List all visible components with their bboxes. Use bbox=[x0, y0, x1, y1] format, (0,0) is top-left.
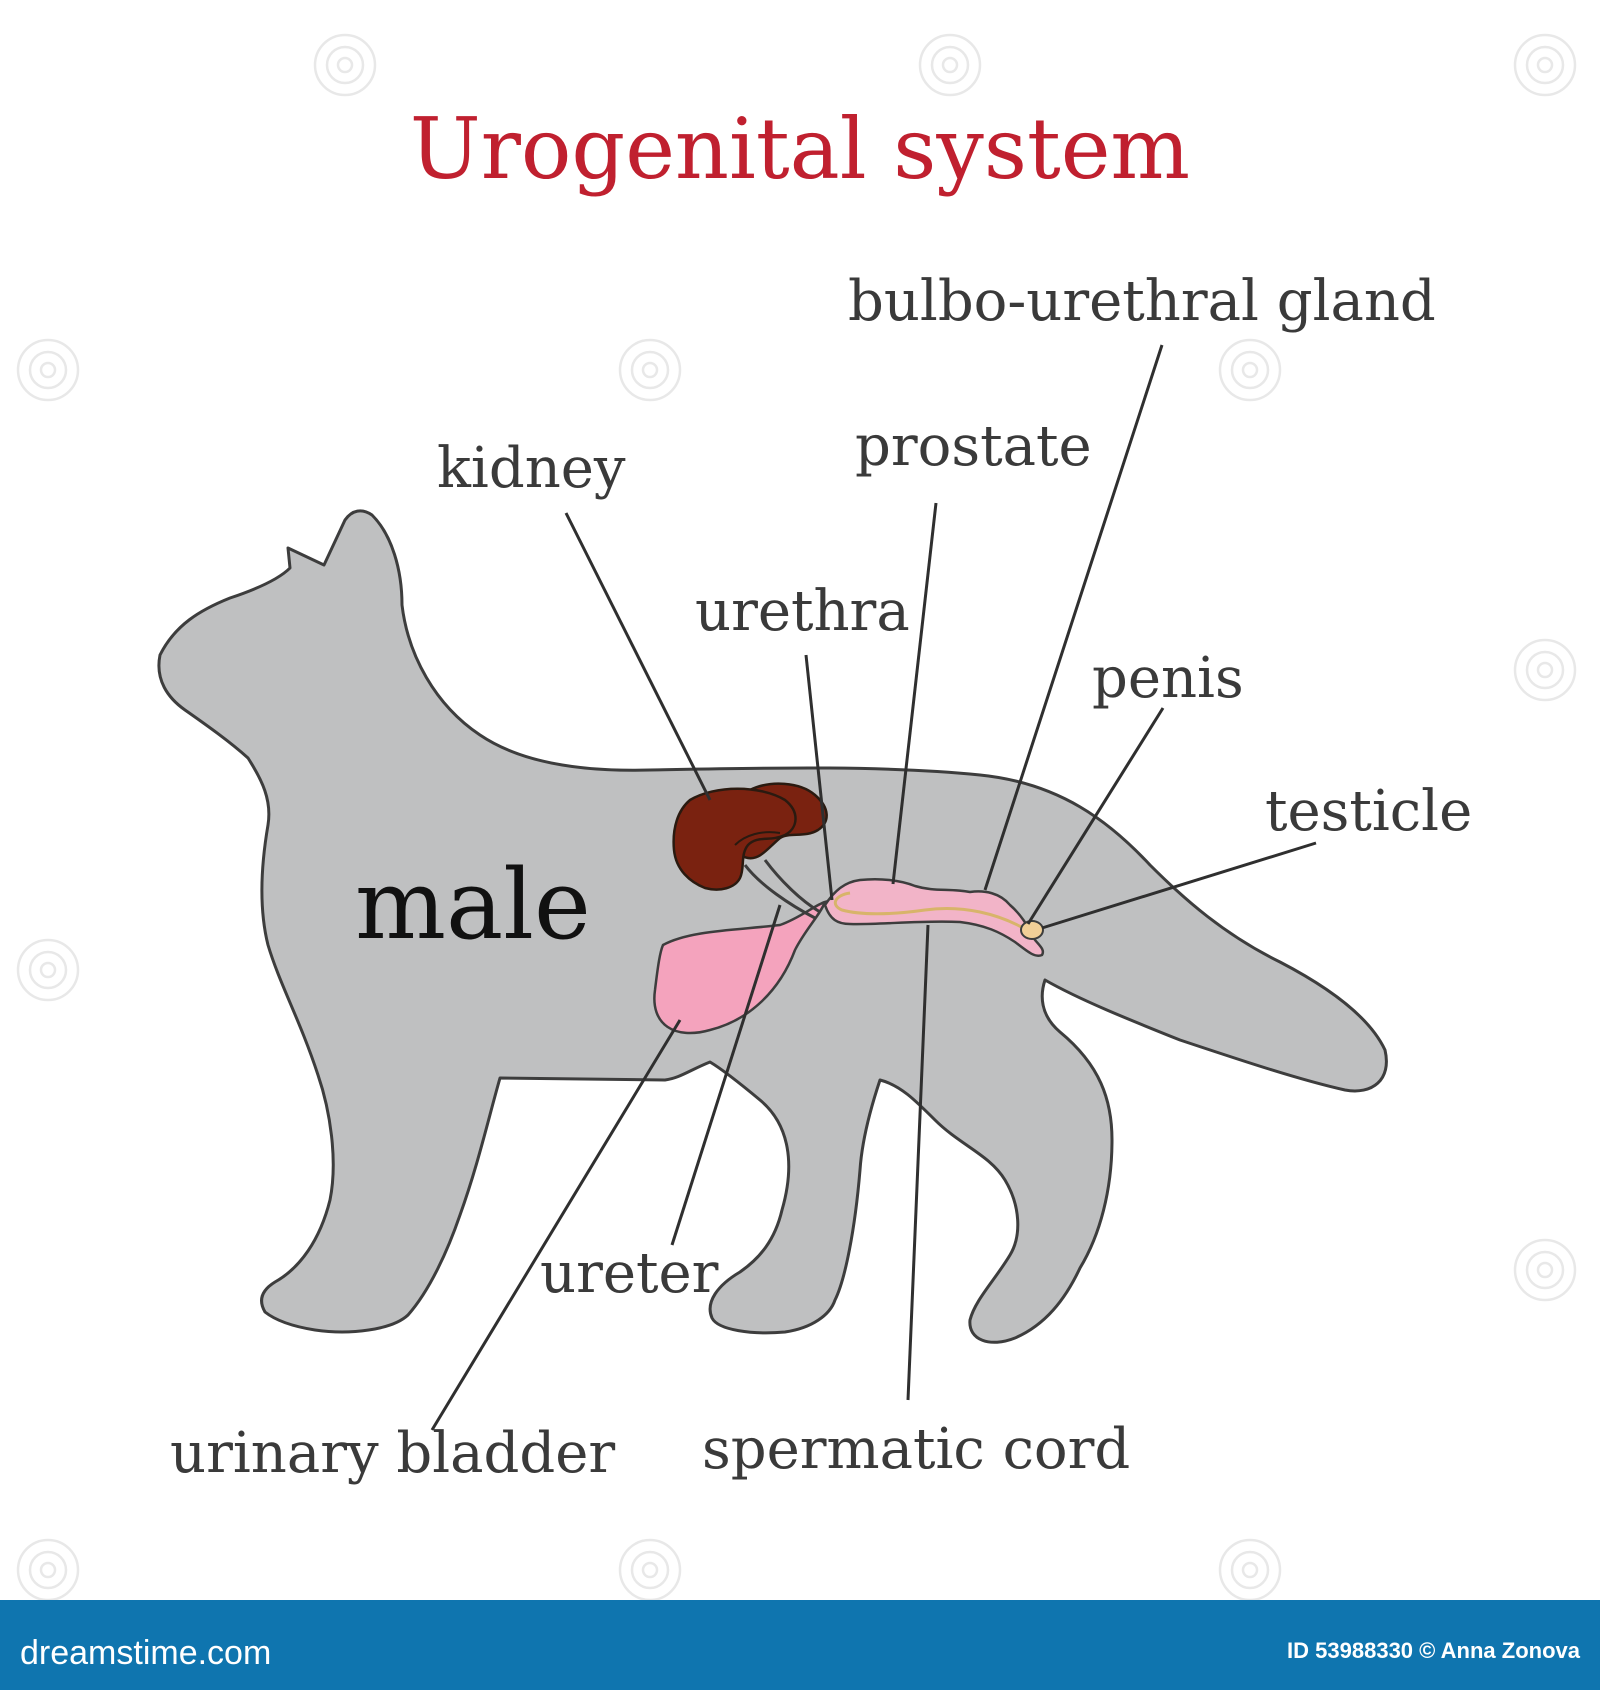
watermark-spiral bbox=[618, 338, 682, 402]
leader-lines bbox=[430, 344, 1317, 1431]
kidney-organ-front bbox=[672, 787, 797, 891]
watermark-spiral bbox=[1513, 638, 1577, 702]
leader-penis bbox=[1026, 707, 1165, 925]
watermark-pattern bbox=[16, 33, 1577, 1602]
leader-urinary-bladder bbox=[430, 1019, 682, 1431]
footer-brand[interactable]: dreamstime.com bbox=[20, 1634, 271, 1672]
watermark-spiral bbox=[16, 1538, 80, 1602]
spermatic-cord-tube bbox=[833, 891, 1036, 937]
watermark-spiral bbox=[313, 33, 377, 97]
urethra-tract bbox=[823, 878, 1045, 957]
footer-credit: ID 53988330 © Anna Zonova bbox=[1287, 1638, 1581, 1663]
sex-label: male bbox=[355, 849, 591, 961]
leader-spermatic-cord bbox=[906, 924, 930, 1401]
leader-testicle bbox=[1041, 841, 1317, 930]
label-urinary-bladder: urinary bladder bbox=[170, 1421, 615, 1486]
leader-ureter bbox=[670, 904, 782, 1246]
label-testicle: testicle bbox=[1265, 779, 1472, 844]
leader-urethra bbox=[804, 654, 834, 901]
leader-prostate bbox=[891, 502, 938, 885]
watermark-spiral bbox=[16, 338, 80, 402]
watermark-spiral bbox=[1218, 1538, 1282, 1602]
watermark-spiral bbox=[16, 938, 80, 1002]
diagram-title: Urogenital system bbox=[410, 100, 1190, 198]
watermark-spiral bbox=[1513, 33, 1577, 97]
watermark-spiral bbox=[1218, 338, 1282, 402]
ureter-tubes bbox=[743, 859, 821, 920]
urinary-bladder-organ bbox=[653, 900, 828, 1035]
watermark-spiral bbox=[618, 1538, 682, 1602]
leader-bulbo-urethral-gland bbox=[983, 344, 1164, 891]
kidney-hilum-line bbox=[734, 831, 781, 846]
label-penis: penis bbox=[1092, 646, 1244, 711]
label-ureter: ureter bbox=[540, 1241, 719, 1306]
label-kidney: kidney bbox=[437, 436, 626, 501]
watermark-spiral bbox=[918, 33, 982, 97]
label-bulbo-urethral-gland: bulbo-urethral gland bbox=[848, 269, 1436, 334]
label-urethra: urethra bbox=[695, 579, 910, 644]
leader-kidney bbox=[564, 512, 712, 801]
label-prostate: prostate bbox=[855, 414, 1092, 479]
watermark-spiral bbox=[1513, 1238, 1577, 1302]
footer-bar bbox=[0, 1600, 1600, 1690]
testicle-organ bbox=[1020, 920, 1044, 940]
label-spermatic-cord: spermatic cord bbox=[702, 1417, 1130, 1482]
